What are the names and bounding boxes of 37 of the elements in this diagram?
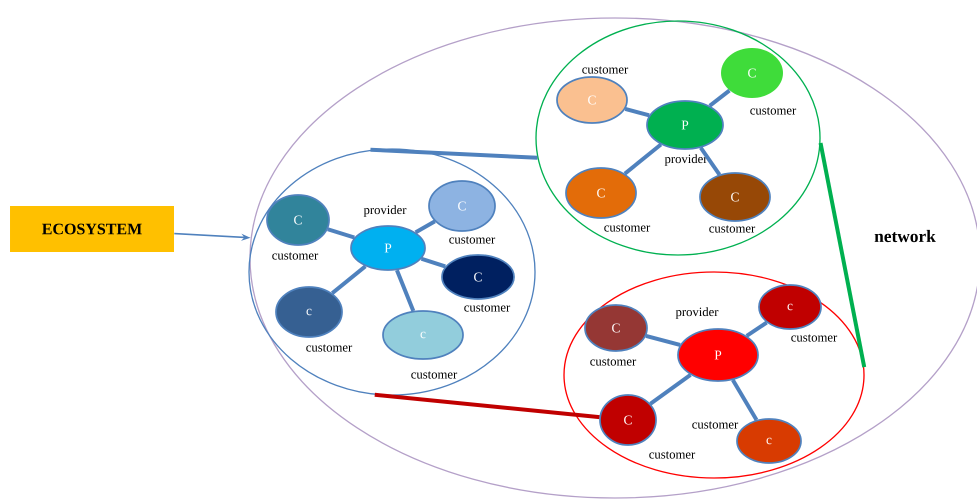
- node-caption: customer: [604, 224, 650, 232]
- node-caption: customer: [692, 421, 738, 429]
- connector-line: [327, 227, 355, 240]
- node-caption: provider: [676, 307, 718, 319]
- connector-line: [374, 392, 600, 420]
- node-caption: customer: [709, 225, 756, 233]
- cluster-ellipse: [535, 20, 821, 256]
- node-caption: customer: [649, 451, 696, 459]
- node-caption: customer: [449, 236, 496, 244]
- network-label: network: [874, 230, 936, 242]
- connector-line: [699, 146, 722, 176]
- connector-line: [414, 220, 436, 234]
- connector-line: [624, 107, 650, 118]
- node-caption: customer: [791, 334, 838, 342]
- node-caption: customer: [464, 304, 510, 312]
- connector-line: [731, 379, 758, 421]
- connector-line: [330, 264, 367, 295]
- connector-line: [395, 269, 416, 312]
- node-caption: customer: [411, 371, 458, 379]
- label-box: ECOSYSTEM: [10, 206, 174, 252]
- node-caption: customer: [272, 252, 318, 260]
- connector-line: [649, 373, 692, 406]
- cluster-ellipse: [563, 271, 865, 479]
- node-caption: customer: [590, 358, 636, 366]
- connector-line: [818, 142, 866, 368]
- connector-line: [420, 256, 446, 268]
- node-caption: customer: [306, 344, 352, 352]
- connector-line: [624, 142, 662, 176]
- connector-line: [708, 88, 731, 108]
- node-caption: provider: [364, 205, 406, 217]
- node-caption: customer: [750, 107, 796, 115]
- cluster-ellipse: [248, 148, 536, 396]
- connector-line: [646, 334, 681, 347]
- node-caption: provider: [664, 154, 708, 166]
- connector-line: [746, 320, 768, 338]
- node-caption: customer: [582, 66, 628, 74]
- connector-line: [370, 148, 538, 160]
